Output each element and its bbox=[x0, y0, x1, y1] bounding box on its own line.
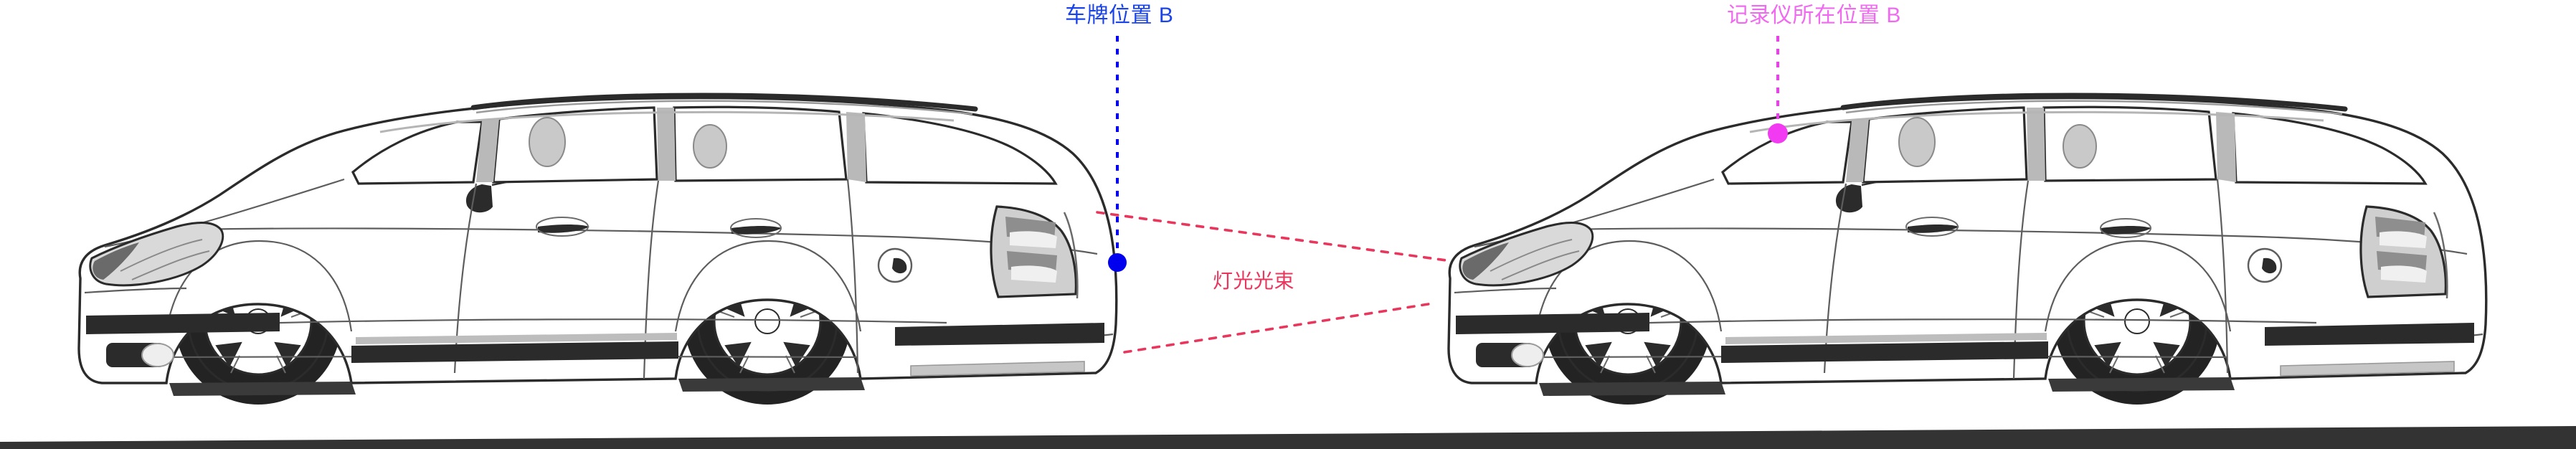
dashcam-position-b-dot bbox=[1768, 123, 1788, 143]
plate-position-b-marker-group bbox=[1108, 36, 1127, 272]
plate-position-b-dot bbox=[1108, 253, 1127, 272]
light-beam-rays bbox=[1096, 211, 1453, 354]
light-beam-label: 灯光光束 bbox=[1213, 270, 1295, 292]
light-beam-upper-ray bbox=[1096, 211, 1453, 263]
dashcam-position-b-label: 记录仪所在位置 B bbox=[1727, 4, 1901, 27]
plate-position-b-label: 车牌位置 B bbox=[1065, 4, 1174, 27]
light-beam-lower-ray bbox=[1123, 302, 1434, 354]
ground-line bbox=[0, 426, 2576, 449]
vehicle-right bbox=[1449, 95, 2486, 405]
vehicle-left bbox=[79, 95, 1117, 405]
dashcam-position-b-marker-group bbox=[1768, 36, 1788, 143]
